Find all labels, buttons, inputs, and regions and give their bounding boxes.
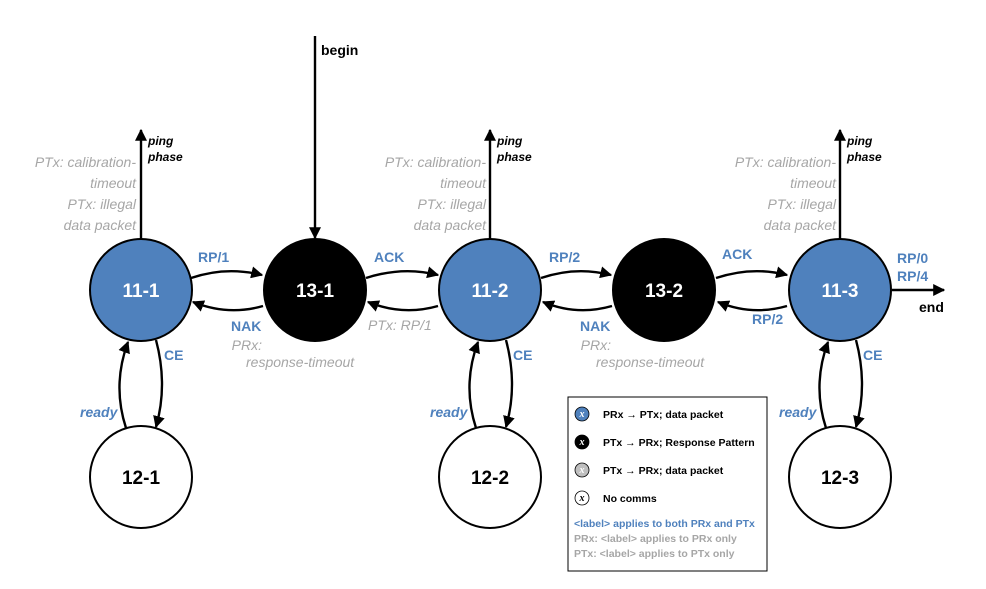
edge-11-2-to-13-1 [366,300,439,312]
end-label: end [919,299,944,315]
edge-13-1-to-11-1 [191,300,264,312]
phase-label-1: phase [147,150,183,164]
edge-label-ptx-rp1: PTx: RP/1 [368,317,432,333]
edge-label-ready-1: ready [80,404,119,420]
node-label: 13-1 [296,281,334,302]
edge-label-ack-2: ACK [722,246,752,262]
legend-item-prx-ptx: x PRx → PTx; data packet [574,406,724,422]
note-line: timeout [790,175,837,191]
node-13-1: 13-1 [263,238,367,342]
node-11-3: 11-3 [788,238,892,342]
ping-label-1: ping [147,134,174,148]
edge-label-ready-3: ready [779,404,818,420]
edge-11-2-to-12-2 [503,339,515,429]
node-12-1: 12-1 [89,425,193,529]
edge-label-rp2-bottom: RP/2 [752,311,783,327]
legend-item-no-comms: x No comms [574,490,657,506]
edge-label-nak-2: NAK [580,318,610,334]
phase-label-3: phase [846,150,882,164]
node-label: 11-1 [123,281,160,302]
legend-symbol: x [579,493,585,504]
node-label: 11-3 [822,281,859,302]
legend-symbol: x [579,409,585,420]
note-line: PTx: calibration- [385,154,486,170]
edge-12-2-to-11-2 [468,340,480,429]
note-line: PTx: illegal [68,196,137,212]
edge-label-ce-2: CE [513,347,532,363]
legend-item-ptx-prx: x PTx → PRx; data packet [574,462,724,478]
edge-label-ce-1: CE [164,347,183,363]
edge-13-2-to-11-2 [541,300,613,312]
legend-label: PRx → PTx; data packet [603,409,724,421]
ping-label-2: ping [496,134,523,148]
note-line: PTx: illegal [768,196,837,212]
node-12-2: 12-2 [438,425,542,529]
legend-symbol: x [579,465,585,476]
node-label: 12-1 [122,468,160,489]
node-12-3: 12-3 [788,425,892,529]
edge-label-prx-2: PRx: [581,337,611,353]
begin-label: begin [321,42,358,58]
note-line: PTx: calibration- [35,154,136,170]
note-line: data packet [414,217,487,233]
edge-13-1-to-11-2 [365,266,440,280]
node-11-1: 11-1 [89,238,193,342]
edge-label-rp2-top: RP/2 [549,249,580,265]
note-line: data packet [64,217,137,233]
node-label: 11-2 [472,281,509,302]
node-label: 13-2 [645,281,683,302]
node-13-2: 13-2 [612,238,716,342]
legend-note-prx: PRx: <label> applies to PRx only [574,533,737,545]
note-line: timeout [90,175,137,191]
note-line: PTx: calibration- [735,154,836,170]
edge-11-2-to-13-2 [540,266,613,280]
edge-label-prx-1: PRx: [232,337,262,353]
edge-11-3-to-12-3 [853,339,865,429]
note-line: data packet [764,217,837,233]
legend-label: No comms [603,493,657,505]
legend-note-ptx: PTx: <label> applies to PTx only [574,548,735,560]
note-line: timeout [440,175,487,191]
legend-symbol: x [579,437,585,448]
edge-label-rp4: RP/4 [897,268,928,284]
ping-label-3: ping [846,134,873,148]
edge-11-1-to-12-1 [153,339,165,429]
edge-label-ack-1: ACK [374,249,404,265]
edge-label-ready-2: ready [430,404,469,420]
edge-12-3-to-11-3 [818,340,830,429]
edge-label-rp0: RP/0 [897,250,928,266]
edge-label-response-timeout-2: response-timeout [596,354,705,370]
edge-label-nak-1: NAK [231,318,261,334]
edge-13-2-to-11-3 [715,266,789,280]
node-label: 12-2 [471,468,509,489]
node-11-2: 11-2 [438,238,542,342]
legend-item-response-pattern: x PTx → PRx; Response Pattern [574,434,755,450]
phase-label-2: phase [496,150,532,164]
node-label: 12-3 [821,468,859,489]
note-line: PTx: illegal [418,196,487,212]
edge-12-1-to-11-1 [118,340,130,429]
legend-note-both: <label> applies to both PRx and PTx [574,518,755,530]
edge-11-1-to-13-1 [190,266,264,280]
edge-label-rp1: RP/1 [198,249,229,265]
edge-label-ce-3: CE [863,347,882,363]
legend-label: PTx → PRx; Response Pattern [603,437,755,449]
legend-label: PTx → PRx; data packet [603,465,724,477]
edge-label-response-timeout-1: response-timeout [246,354,355,370]
legend: x PRx → PTx; data packet x PTx → PRx; Re… [567,396,768,572]
edge-11-3-to-13-2 [716,300,788,312]
